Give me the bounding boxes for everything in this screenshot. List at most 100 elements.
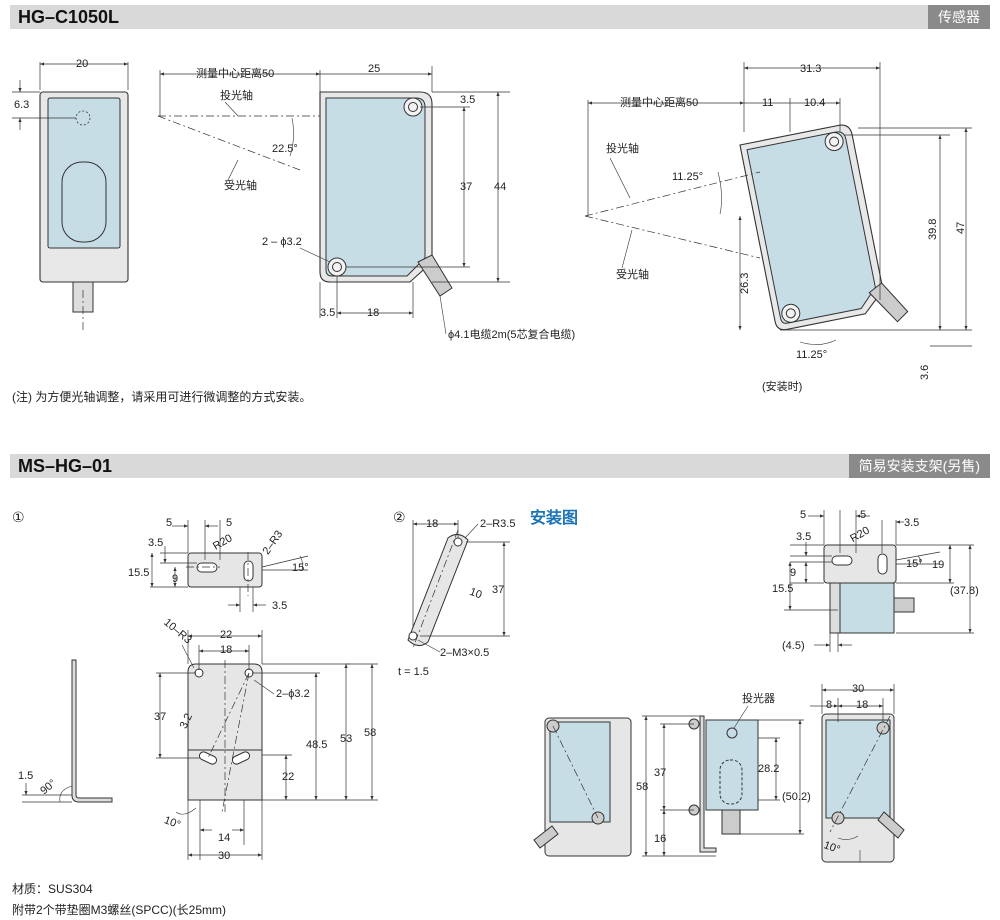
dim-label: 5 — [860, 509, 866, 521]
dim-label: 48.5 — [306, 739, 327, 751]
section-title: MS–HG–01 — [18, 456, 113, 476]
dim-label: 2–R3 — [260, 529, 285, 557]
label-angle-top: 11.25° — [672, 171, 703, 183]
dim-label: 18 — [367, 307, 379, 319]
dim-label: 30 — [218, 850, 230, 862]
dim-label: 39.8 — [927, 219, 939, 240]
dim-label: 2–ϕ3.2 — [276, 688, 310, 700]
label-receive-axis: 受光轴 — [224, 178, 257, 192]
dim-label: 3.5 — [148, 537, 163, 549]
dim-label: 3.5 — [272, 600, 287, 612]
label-receive-axis: 受光轴 — [616, 267, 649, 281]
dim-label: 测量中心距离50 — [620, 95, 698, 109]
dim-label: 3.6 — [919, 365, 931, 380]
dim-label: R20 — [848, 525, 871, 545]
dim-label: (4.5) — [782, 640, 805, 652]
dim-label: 11 — [762, 97, 773, 109]
dim-label: 3.5 — [320, 307, 335, 319]
dim-label: 9 — [172, 573, 178, 585]
dim-label: 47 — [955, 222, 967, 234]
label-angle: 22.5° — [272, 143, 298, 155]
dim-label: (37.8) — [950, 585, 979, 597]
install-left-view — [533, 717, 632, 857]
dim-label: 14 — [218, 832, 230, 844]
dim-label: 3.5 — [460, 94, 475, 106]
dim-label: 37 — [492, 584, 504, 596]
section-header-hg-c1050l: HG–C1050L 传感器 — [10, 5, 990, 29]
dim-label: 30 — [852, 683, 864, 695]
dim-label: 19 — [932, 559, 944, 571]
dim-label: 20 — [76, 58, 88, 70]
dim-label: 18 — [426, 518, 438, 530]
accessory-note: 附带2个带垫圈M3螺丝(SPCC)(长25mm) — [12, 903, 227, 917]
dim-label: 31.3 — [800, 63, 821, 75]
dim-label: 18 — [856, 699, 868, 711]
dim-label: 58 — [636, 781, 648, 793]
dim-label: R20 — [211, 532, 234, 552]
label-emit-axis: 投光轴 — [606, 141, 639, 155]
dim-label: 26.3 — [739, 273, 751, 294]
sensor-mounted-view: 31.3 测量中心距离50 11 10.4 投光轴 11.25° 受光轴 26.… — [584, 62, 972, 393]
sensor-side-view: 测量中心距离50 25 投光轴 22.5° 受光轴 3.5 37 44 2 – … — [157, 63, 575, 341]
label-holes: 2 – ϕ3.2 — [262, 236, 302, 248]
install-front-view: 投光器 58 37 16 28.2 (50.2) — [636, 691, 811, 857]
dim-label: 10° — [822, 839, 842, 856]
install-right-view: 30 8 18 10° — [810, 683, 905, 863]
dim-label: 10° — [162, 814, 182, 831]
label-angle-bottom: 11.25° — [796, 349, 827, 361]
section-title: HG–C1050L — [18, 7, 120, 27]
dim-label: 15° — [906, 558, 923, 570]
dim-label: 5 — [800, 509, 806, 521]
install-top-view: 5 5 3.5 R20 3.5 9 15.5 15° 19 (37.8) (4.… — [772, 509, 979, 652]
label-emitter: 投光器 — [742, 691, 775, 705]
dim-label: 5 — [226, 517, 232, 529]
dim-label: 15.5 — [772, 583, 793, 595]
dim-label: 3.5 — [904, 517, 919, 529]
dim-label: 22 — [220, 629, 232, 641]
dim-label: 37 — [154, 711, 166, 723]
dim-label: 16 — [654, 833, 666, 845]
dim-label: 2–M3×0.5 — [440, 647, 489, 659]
label-cable: ϕ4.1电缆2m(5芯复合电缆) — [448, 327, 575, 341]
dim-label: t = 1.5 — [398, 666, 429, 678]
dim-label: 25 — [368, 63, 380, 75]
material-note: 材质：SUS304 — [12, 882, 93, 896]
section-tag: 传感器 — [928, 5, 990, 29]
section-header-ms-hg-01: MS–HG–01 简易安装支架(另售) — [10, 454, 990, 478]
bracket-view-1: ① 5 5 R20 2–R3 3.5 15.5 9 15° 3.5 — [12, 509, 378, 862]
dim-label: 8 — [826, 699, 832, 711]
bracket-view-2: ② 安装图 18 2–R3.5 10 37 2–M3×0.5 t = 1.5 — [393, 508, 578, 678]
dim-label: 44 — [494, 181, 506, 193]
dim-label: 15.5 — [128, 567, 149, 579]
sensor-front-view: 20 6.3 — [12, 58, 129, 330]
dim-label: 10.4 — [804, 97, 825, 109]
view-marker: ① — [12, 509, 25, 525]
section-tag: 简易安装支架(另售) — [848, 454, 990, 478]
mounting-note: (注) 为方便光轴调整，请采用可进行微调整的方式安装。 — [12, 390, 312, 404]
install-title: 安装图 — [530, 508, 578, 527]
dim-label: 37 — [654, 767, 666, 779]
dim-label: 18 — [220, 644, 232, 656]
dim-label: 5 — [166, 517, 172, 529]
dim-label: 9 — [790, 567, 796, 579]
dim-label: 10–R3 — [161, 616, 194, 646]
dim-label: 3.2 — [178, 712, 195, 731]
dim-label: 测量中心距离50 — [196, 66, 274, 80]
mounted-caption: (安装时) — [762, 379, 802, 393]
label-emit-axis: 投光轴 — [220, 88, 253, 102]
dim-label: 28.2 — [758, 763, 779, 775]
dim-label: 90° — [38, 777, 58, 797]
dim-label: 10 — [468, 586, 484, 601]
dim-label: 3.5 — [796, 531, 811, 543]
dim-label: 58 — [364, 727, 376, 739]
dim-label: 1.5 — [18, 770, 33, 782]
dim-label: 37 — [460, 181, 472, 193]
dim-label: 15° — [292, 562, 309, 574]
dim-label: 53 — [340, 733, 352, 745]
dim-label: 2–R3.5 — [480, 518, 515, 530]
dim-label: 22 — [282, 771, 294, 783]
dim-label: 6.3 — [14, 99, 29, 111]
view-marker: ② — [393, 509, 406, 525]
dim-label: (50.2) — [782, 791, 811, 803]
